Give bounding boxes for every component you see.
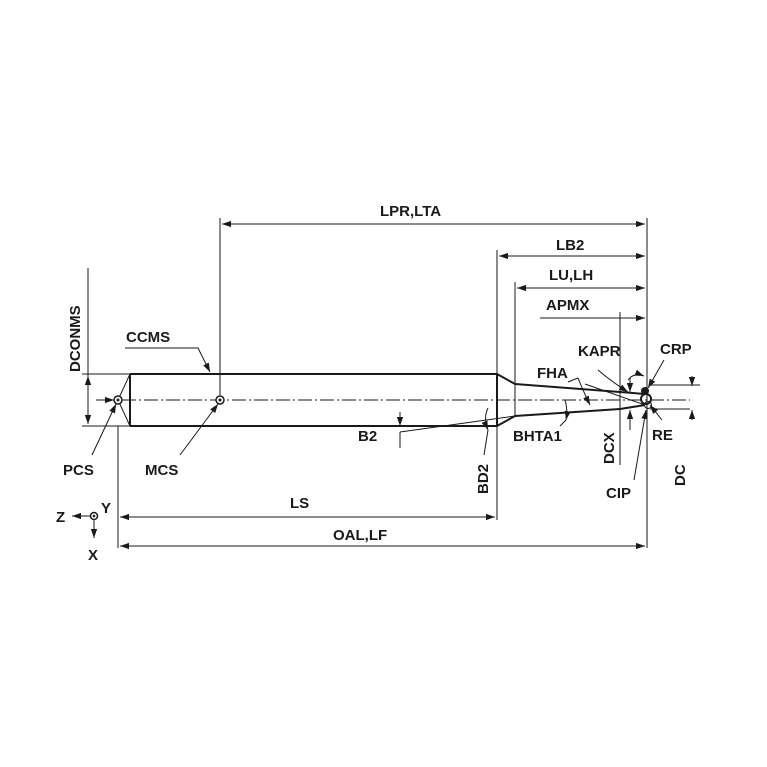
cip-label: CIP bbox=[606, 485, 631, 502]
dc-label: DC bbox=[672, 464, 689, 486]
pcs-label: PCS bbox=[63, 462, 94, 479]
b2-angle-line bbox=[399, 415, 516, 433]
crp-label: CRP bbox=[660, 341, 692, 358]
ccms-leader bbox=[125, 347, 211, 373]
kapr-label: KAPR bbox=[578, 343, 621, 360]
apmx-label: APMX bbox=[546, 297, 589, 314]
axis-x-label: X bbox=[88, 547, 98, 564]
dcx-label: DCX bbox=[601, 432, 618, 464]
re-leader bbox=[649, 404, 663, 421]
axis-z-label: Z bbox=[56, 509, 65, 526]
lpr-lta-label: LPR,LTA bbox=[380, 203, 441, 220]
bhta1-label: BHTA1 bbox=[513, 428, 562, 445]
lb2-label: LB2 bbox=[556, 237, 584, 254]
crp-arc bbox=[627, 369, 645, 381]
coordinate-axes bbox=[72, 511, 99, 538]
mcs-point bbox=[215, 395, 225, 405]
mcs-leader bbox=[179, 403, 219, 456]
bd2-dimension-arc bbox=[481, 407, 489, 431]
ls-label: LS bbox=[290, 495, 309, 512]
kapr-arc bbox=[597, 369, 629, 393]
bhta1-leader bbox=[559, 419, 567, 427]
bhta1-arc bbox=[564, 399, 571, 421]
oal-lf-label: OAL,LF bbox=[333, 527, 387, 544]
re-label: RE bbox=[652, 427, 673, 444]
fha-label: FHA bbox=[537, 365, 568, 382]
lu-lh-label: LU,LH bbox=[549, 267, 593, 284]
fha-leader bbox=[567, 377, 579, 383]
extension-lines bbox=[82, 218, 700, 548]
fha-arc bbox=[577, 377, 591, 406]
axis-y-label: Y bbox=[101, 500, 111, 517]
crp-leader bbox=[647, 359, 665, 389]
mcs-label: MCS bbox=[145, 462, 178, 479]
dconms-label: DCONMS bbox=[67, 305, 84, 372]
cip-leader bbox=[633, 409, 648, 481]
kapr-line bbox=[584, 383, 646, 406]
pcs-leader bbox=[91, 403, 117, 456]
bd2-leader bbox=[483, 429, 489, 456]
ccms-label: CCMS bbox=[126, 329, 170, 346]
pcs-point bbox=[113, 395, 123, 405]
bd2-label: BD2 bbox=[475, 464, 492, 494]
b2-label: B2 bbox=[358, 428, 377, 445]
